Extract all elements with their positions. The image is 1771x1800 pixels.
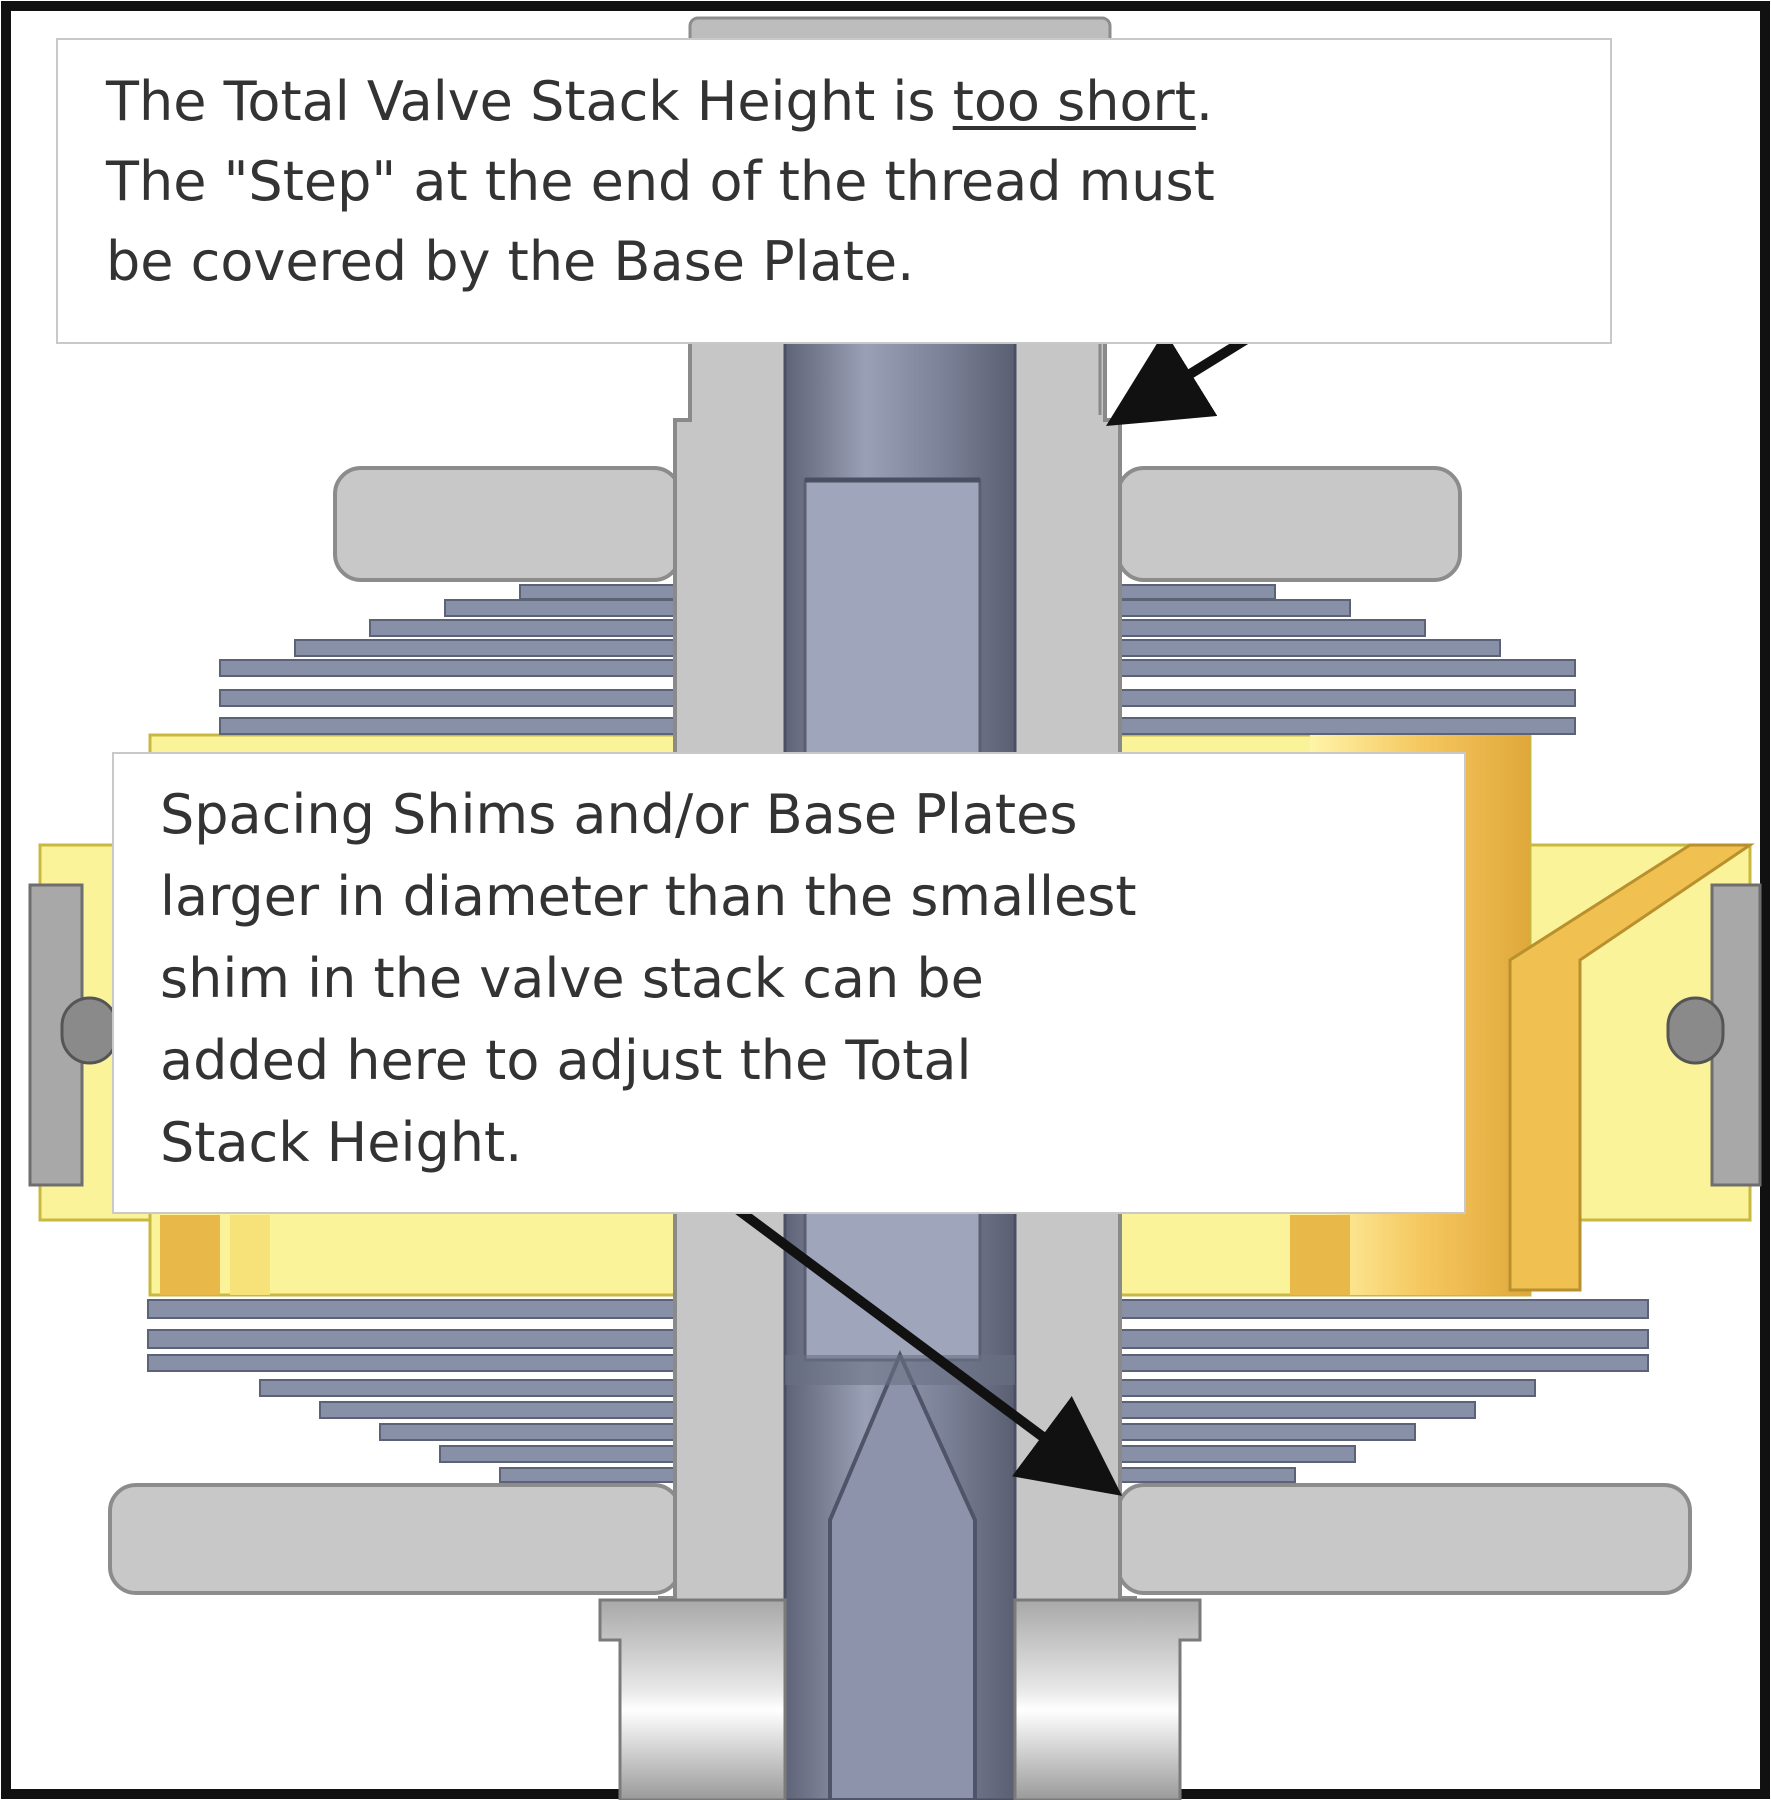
callout-stack-too-short: The Total Valve Stack Height is too shor…	[56, 38, 1612, 344]
callout-top-line-1-text: The Total Valve Stack Height is	[106, 70, 953, 133]
callout-mid-line-2: larger in diameter than the smallest	[160, 865, 1137, 928]
bottom-nut	[598, 1598, 1202, 1800]
side-clips	[28, 883, 1762, 1187]
callout-mid-line-1: Spacing Shims and/or Base Plates	[160, 783, 1078, 846]
callout-top-line-2: The "Step" at the end of the thread must	[106, 150, 1215, 213]
callout-top-line-1-end: .	[1195, 70, 1214, 133]
callout-top-emphasis: too short	[952, 70, 1196, 133]
callout-spacing-shims: Spacing Shims and/or Base Plates larger …	[112, 752, 1466, 1214]
callout-top-line-3: be covered by the Base Plate.	[106, 230, 915, 293]
callout-mid-line-5: Stack Height.	[160, 1111, 523, 1174]
callout-mid-line-3: shim in the valve stack can be	[160, 947, 984, 1010]
callout-mid-line-4: added here to adjust the Total	[160, 1029, 972, 1092]
callout-top-line-1: The Total Valve Stack Height is too shor…	[106, 62, 1610, 142]
lower-base-plate	[108, 1483, 1692, 1595]
